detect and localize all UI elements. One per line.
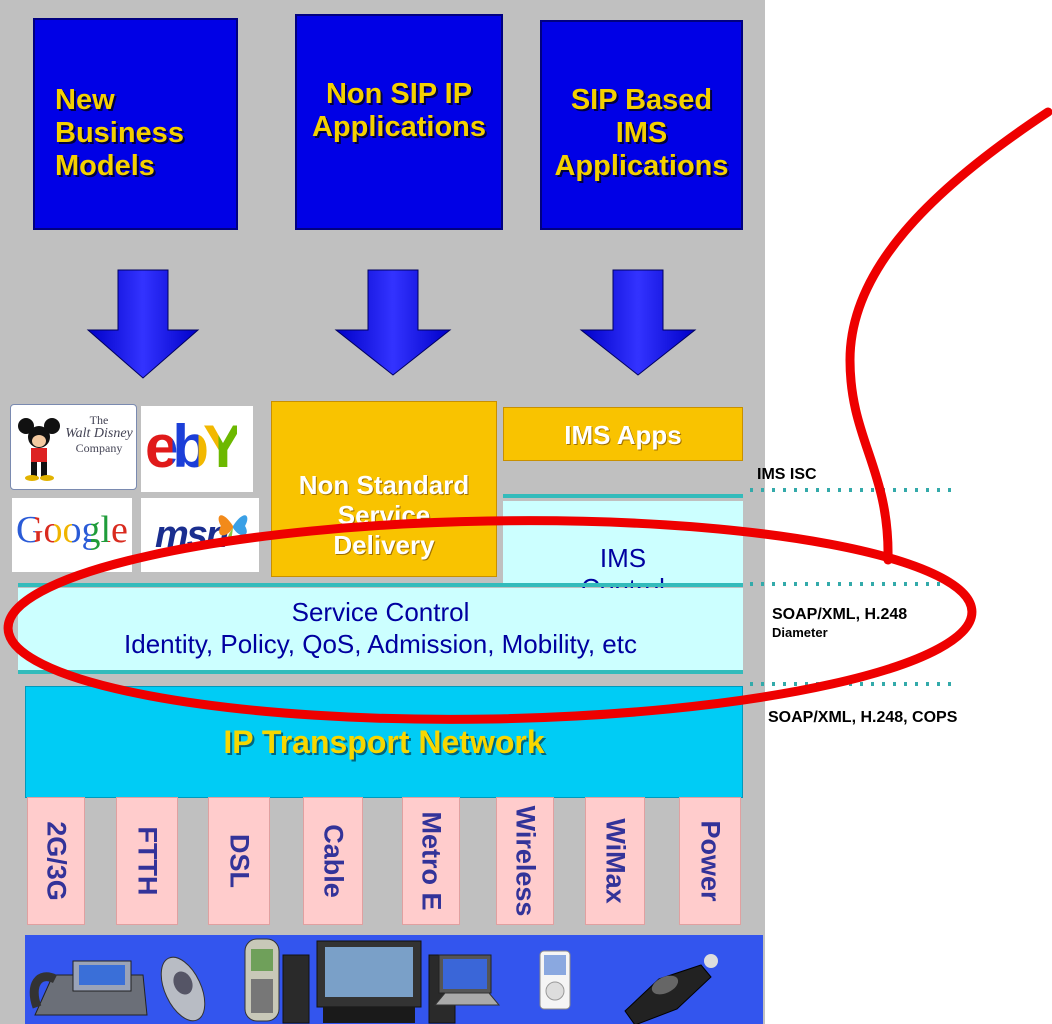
handset-icon [160,956,206,1022]
desk-phone-icon [29,960,148,1016]
ims-isc-line [503,494,743,498]
service-control-title: Service Control [291,597,470,627]
sip-based-ims-applications-box: SIP Based IMS Applications [540,20,743,230]
google-logo: Google [12,498,132,572]
access-network-wimax: WiMax [585,797,645,925]
down-arrows [86,269,697,379]
service-control-block: Service Control Identity, Policy, QoS, A… [18,588,743,670]
access-network-wireless: Wireless [496,797,554,925]
ims-apps-block: IMS Apps [503,407,743,461]
soap-h248-cops-label: SOAP/XML, H.248, COPS [768,709,958,726]
disney-text-the: The [89,413,109,427]
down-arrow-icon [334,269,452,376]
ims-isc-label: IMS ISC [757,466,817,483]
diameter-label: Diameter [772,625,828,640]
ip-transport-network-label: IP Transport Network [223,724,545,760]
access-network-dsl: DSL [208,797,270,925]
devices-illustration [29,938,718,1024]
google-wordmark: Google [16,509,128,551]
access-network-ftth: FTTH [116,797,178,925]
handheld-device-icon [624,954,718,1024]
access-network-metro-e: Metro E [402,797,460,925]
access-network-2g3g: 2G/3G [27,797,85,925]
down-arrow-icon [579,269,697,376]
down-arrow-icon [86,269,200,379]
soap-h248-label: SOAP/XML, H.248 [772,606,908,623]
new-business-models-box: New Business Models [33,18,238,230]
ebay-wordmark: ebY [145,413,243,480]
mickey-icon [18,418,60,481]
ims-control-block: IMS Control [503,501,743,603]
access-network-power: Power [679,797,741,925]
highlight-ellipse [3,516,977,724]
disney-text-company: Company [75,441,123,455]
laptop-icon [433,954,501,1006]
non-sip-ip-applications-box: Non SIP IP Applications [295,14,503,230]
ebay-logo: ebY [141,406,253,492]
non-sip-ip-applications-label: Non SIP IP Applications [311,78,486,143]
new-business-models-label: New Business Models [55,84,184,182]
disney-text-name: Walt Disney [65,426,133,441]
disney-logo: The Walt Disney Company [10,404,137,490]
highlight-callout-curve [845,107,1052,565]
home-theater-icon [282,940,456,1024]
service-control-functions: Identity, Policy, QoS, Admission, Mobili… [124,629,637,659]
interface-dotted-lines [750,488,955,686]
service-control-top-line [18,583,743,587]
media-player-icon [539,950,571,1010]
service-control-bottom-line [18,670,743,674]
access-network-cable: Cable [303,797,363,925]
ip-transport-network-block: IP Transport Network [25,686,743,798]
sip-based-ims-applications-label: SIP Based IMS Applications [554,84,729,182]
ims-apps-label: IMS Apps [564,420,682,450]
mobile-phone-icon [244,938,280,1022]
